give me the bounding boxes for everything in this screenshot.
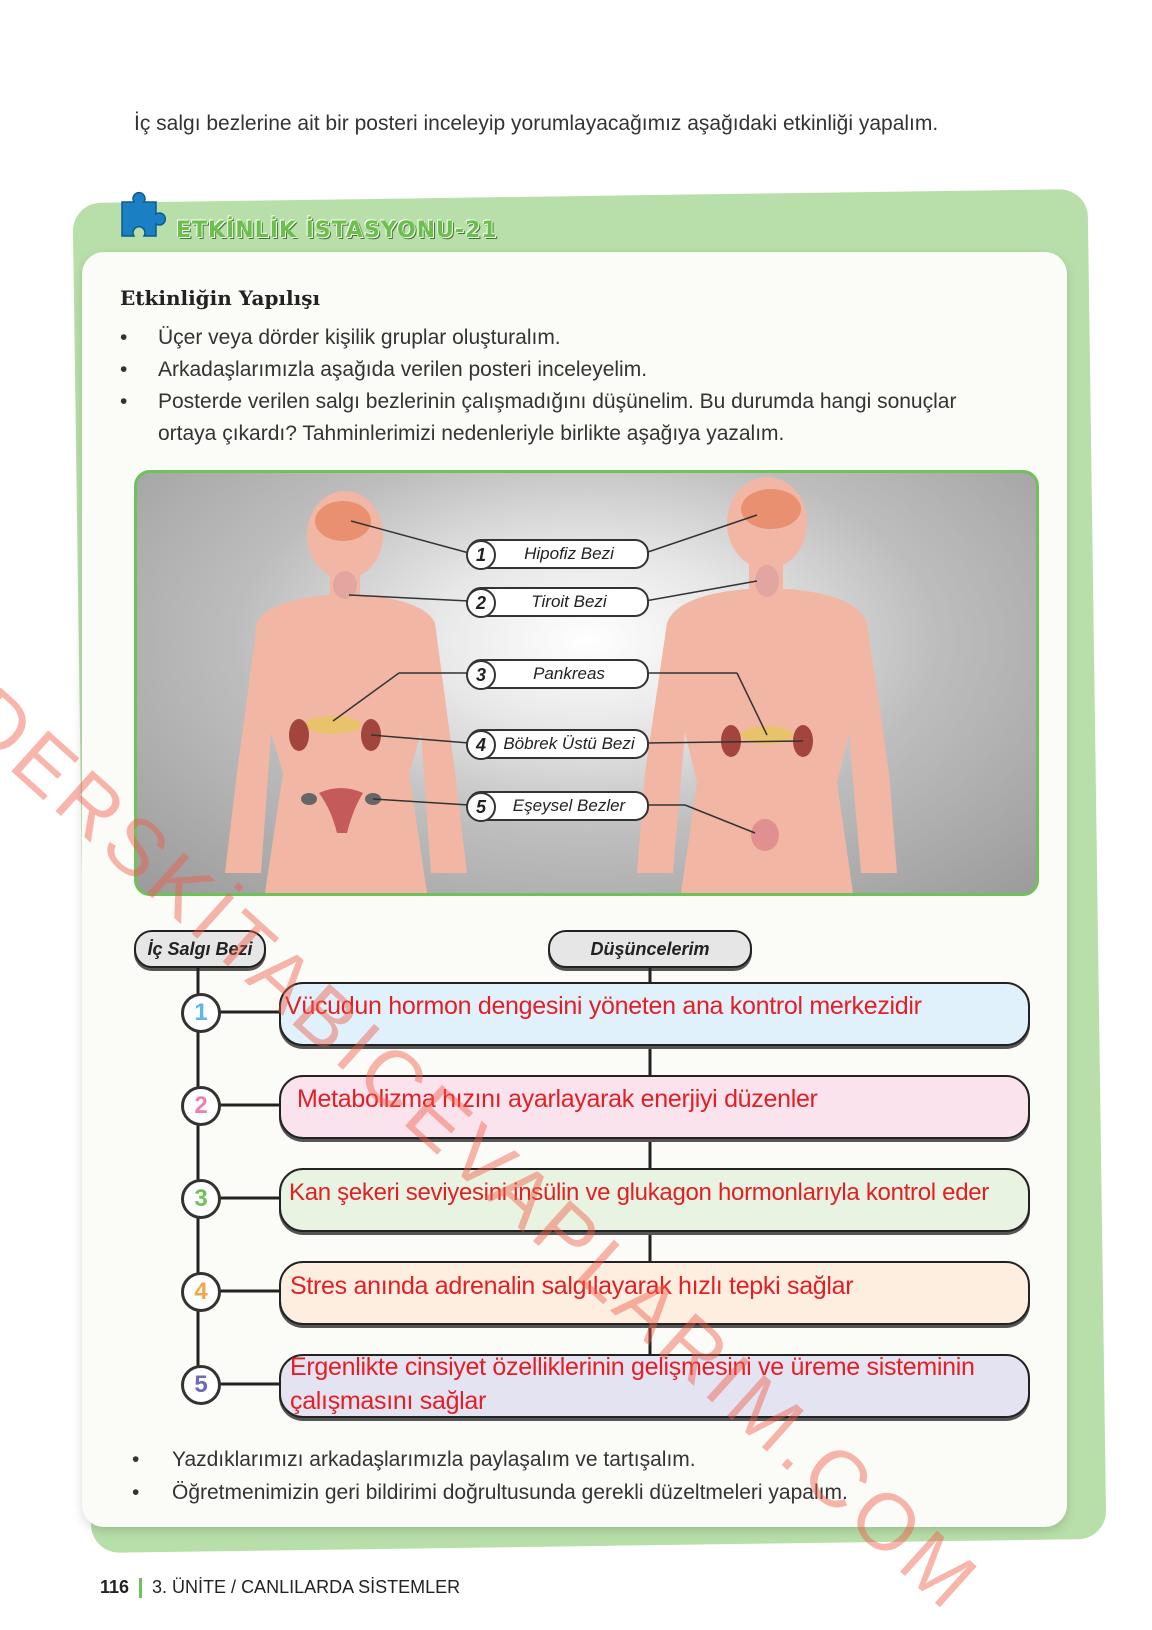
instruction-item: Posterde verilen salgı bezlerinin çalışm… <box>120 386 1020 450</box>
gland-number: 5 <box>466 792 496 822</box>
gland-number: 4 <box>466 730 496 760</box>
page-number: 116 <box>100 1577 130 1597</box>
thyroid-right <box>755 565 779 597</box>
gland-number: 2 <box>466 588 496 618</box>
row-number: 3 <box>181 1179 221 1219</box>
ovary-left <box>301 793 317 805</box>
page-footer: 116 3. ÜNİTE / CANLILARDA SİSTEMLER <box>100 1577 461 1599</box>
gland-label-hipofiz: 1 Hipofiz Bezi <box>466 539 649 570</box>
pancreas-left <box>305 716 361 734</box>
gland-number: 1 <box>466 540 496 570</box>
puzzle-icon <box>121 192 166 237</box>
row-number: 1 <box>181 993 221 1033</box>
brain-left <box>315 501 371 541</box>
body-figures <box>225 477 897 893</box>
answer-text: Ergenlikte cinsiyet özelliklerinin geliş… <box>290 1353 975 1415</box>
gland-label-eseysel: 5 Eşeysel Bezler <box>466 791 649 822</box>
instruction-list: Üçer veya dörder kişilik gruplar oluştur… <box>120 322 1020 450</box>
row-number: 5 <box>181 1365 221 1405</box>
gland-name: Eşeysel Bezler <box>512 796 626 815</box>
closing-instructions: Yazdıklarımızı arkadaşlarımızla paylaşal… <box>132 1443 848 1509</box>
row-number: 2 <box>181 1086 221 1126</box>
thought-box[interactable] <box>279 1075 1030 1139</box>
instruction-item: Üçer veya dörder kişilik gruplar oluştur… <box>120 322 1020 354</box>
endocrine-poster: 1 Hipofiz Bezi 2 Tiroit Bezi 3 Pankreas … <box>134 470 1039 896</box>
brain-right <box>741 489 801 529</box>
answer-text: Kan şekeri seviyesini insülin ve glukago… <box>289 1179 989 1206</box>
kidney-left-1 <box>289 719 309 751</box>
station-title: ETKİNLİK İSTASYONU-21 <box>176 218 498 243</box>
thought-box[interactable] <box>279 982 1030 1046</box>
unit-title: 3. ÜNİTE / CANLILARDA SİSTEMLER <box>152 1577 461 1597</box>
answer-text: Vücudun hormon dengesini yöneten ana kon… <box>285 992 922 1020</box>
answer-text: Stres anında adrenalin salgılayarak hızl… <box>290 1272 854 1300</box>
uterus <box>319 788 363 833</box>
gland-name: Hipofiz Bezi <box>524 544 614 563</box>
thyroid-left <box>333 571 357 599</box>
howto-title: Etkinliğin Yapılışı <box>120 286 321 310</box>
kidney-right-1 <box>721 725 741 757</box>
closing-item: Yazdıklarımızı arkadaşlarımızla paylaşal… <box>132 1443 848 1476</box>
footer-divider <box>139 1578 143 1599</box>
gland-label-tiroit: 2 Tiroit Bezi <box>466 587 649 618</box>
gland-label-pankreas: 3 Pankreas <box>466 659 649 690</box>
row-number: 4 <box>181 1272 221 1312</box>
instruction-item: Arkadaşlarımızla aşağıda verilen posteri… <box>120 354 1020 386</box>
col-header-gland: İç Salgı Bezi <box>134 930 266 968</box>
gland-name: Pankreas <box>533 664 605 683</box>
closing-item: Öğretmenimizin geri bildirimi doğrultusu… <box>132 1476 848 1509</box>
gland-name: Böbrek Üstü Bezi <box>503 734 635 753</box>
gland-label-bobrek-ustu: 4 Böbrek Üstü Bezi <box>466 729 649 760</box>
testes <box>751 819 779 851</box>
gland-number: 3 <box>466 660 496 690</box>
intro-text: İç salgı bezlerine ait bir posteri incel… <box>134 112 939 135</box>
thought-box[interactable] <box>279 1168 1030 1232</box>
gland-name: Tiroit Bezi <box>531 592 607 611</box>
thought-box[interactable] <box>279 1261 1030 1325</box>
thought-box[interactable] <box>279 1354 1030 1418</box>
answer-text: Metabolizma hızını ayarlayarak enerjiyi … <box>297 1085 818 1113</box>
